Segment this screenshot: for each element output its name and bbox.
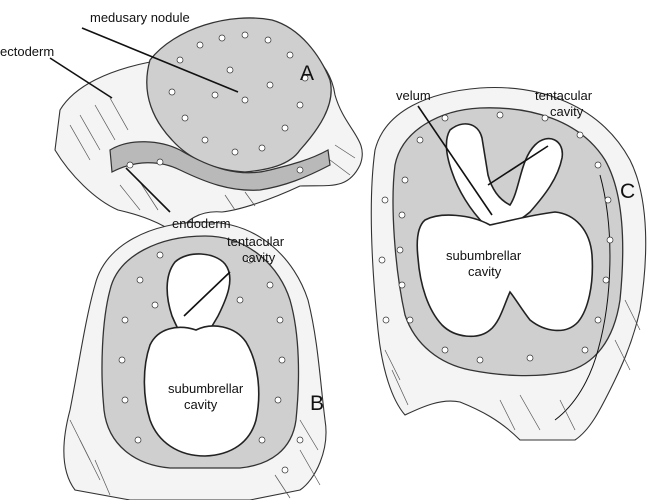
panel-letter-b: B [310,392,324,415]
label-tentacular-cavity-b-line2: cavity [242,250,276,265]
label-endoderm: endoderm [172,216,231,231]
panel-c [371,88,645,440]
panel-a [55,18,362,235]
label-tentacular-cavity-b-line1: tentacular [227,234,285,249]
label-subumbrellar-cavity-b-line1: subumbrellar [168,381,244,396]
label-subumbrellar-cavity-c-line2: cavity [468,264,502,279]
label-tentacular-cavity-c-line2: cavity [550,104,584,119]
panel-letter-c: C [620,180,635,203]
label-subumbrellar-cavity-b-line2: cavity [184,397,218,412]
label-ectoderm: ectoderm [0,44,54,59]
label-tentacular-cavity-c-line1: tentacular [535,88,593,103]
panel-letter-a: A [300,62,314,85]
label-velum: velum [396,88,431,103]
label-subumbrellar-cavity-c-line1: subumbrellar [446,248,522,263]
panel-b [64,222,326,500]
label-medusary-nodule: medusary nodule [90,10,190,25]
